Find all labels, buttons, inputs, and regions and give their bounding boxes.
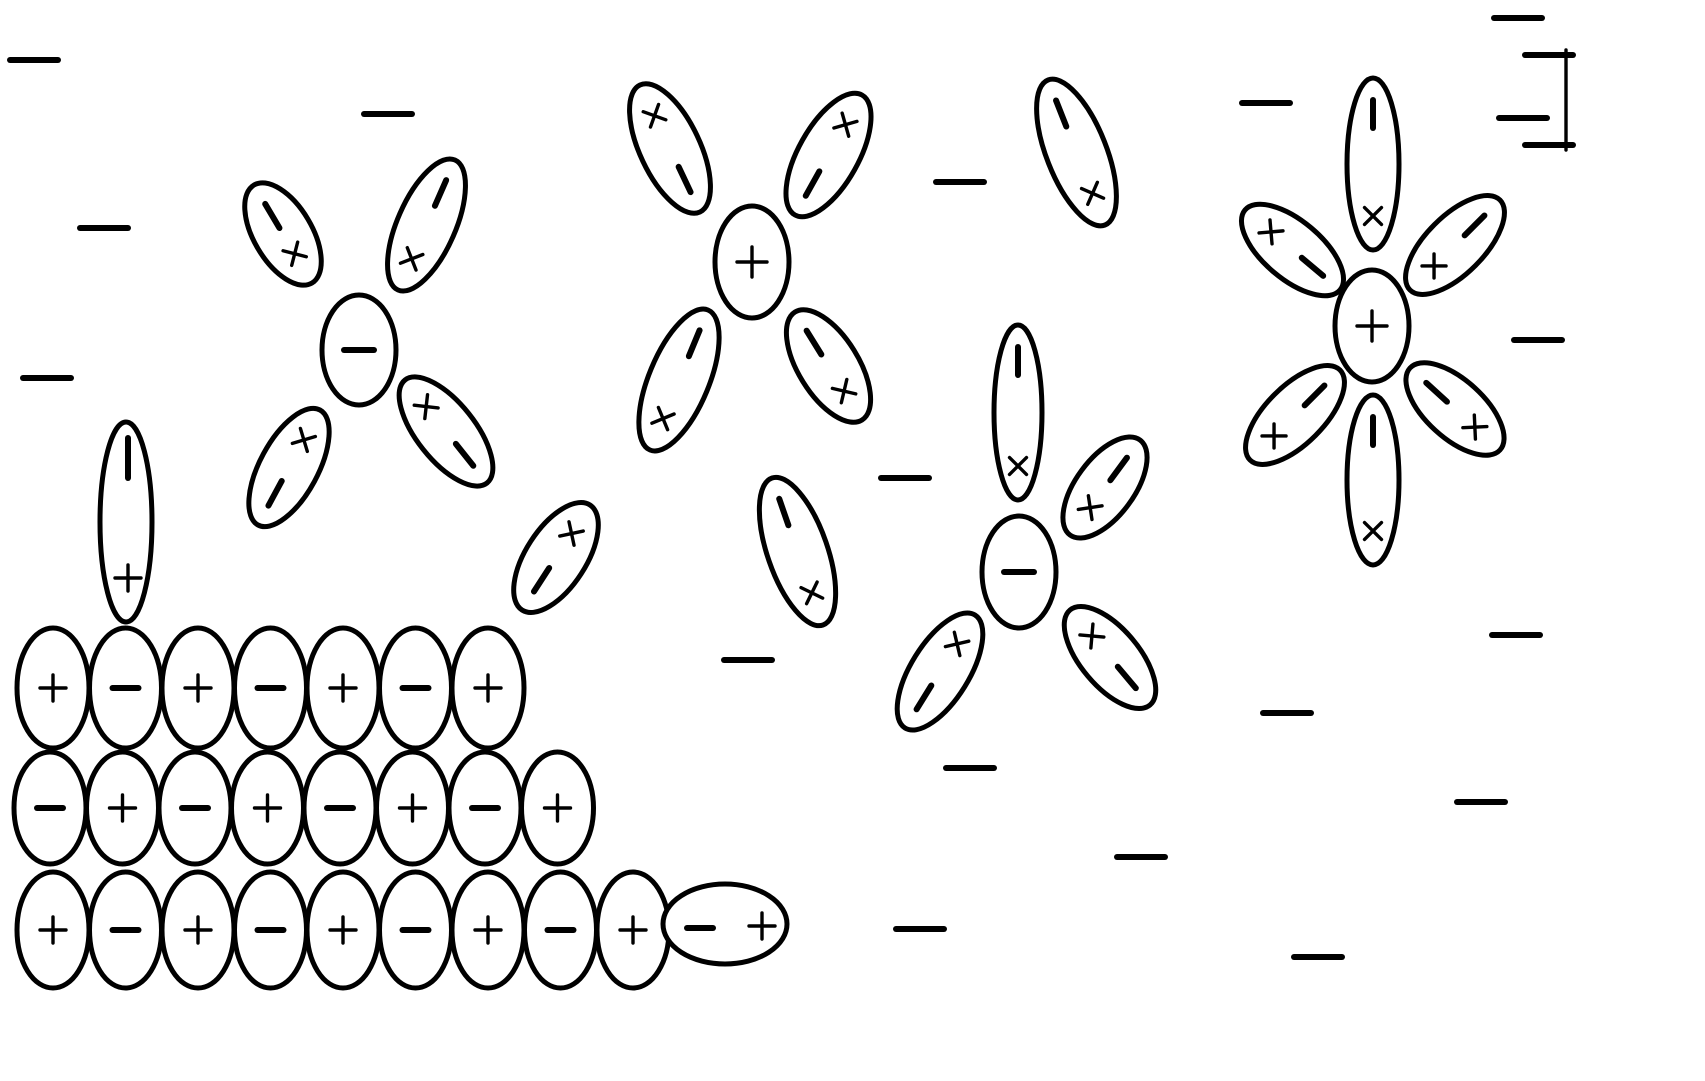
lattice-ion (17, 628, 89, 748)
lattice-ion (17, 872, 89, 988)
water-dipole (382, 362, 509, 501)
lattice-ion (304, 752, 376, 864)
lattice-ion (377, 752, 449, 864)
hydration-cluster (880, 325, 1172, 743)
central-ion (982, 516, 1056, 628)
hydration-cluster (613, 72, 888, 461)
lattice-ion (14, 752, 86, 864)
lattice-ion (90, 872, 162, 988)
water-dipole (770, 296, 888, 436)
hydration-cluster (1226, 78, 1520, 565)
ionic-crystal-lattice (14, 422, 787, 988)
lattice-ion (380, 872, 452, 988)
water-dipole (994, 325, 1042, 500)
water-dipole (1390, 347, 1519, 472)
water-dipole (1226, 188, 1358, 312)
lattice-ion (380, 628, 452, 748)
water-dipole (1389, 179, 1520, 310)
water-dipole (663, 884, 787, 964)
lattice-ion (525, 872, 597, 988)
water-dipole (1347, 395, 1399, 565)
water-dipole (613, 72, 727, 225)
lattice-ion (235, 872, 307, 988)
water-dipole (229, 170, 337, 298)
water-dipole (622, 299, 735, 462)
water-dipole (371, 148, 481, 301)
lattice-ion (159, 752, 231, 864)
central-ion (322, 295, 396, 405)
lattice-ion (522, 752, 594, 864)
water-dipole (1048, 591, 1172, 723)
water-dipole (100, 422, 152, 622)
lattice-ion (162, 872, 234, 988)
water-dipole (1347, 78, 1399, 250)
water-dipole (1020, 69, 1133, 236)
lattice-ion (90, 628, 162, 748)
lattice-ion (162, 628, 234, 748)
water-dipole (1229, 349, 1360, 480)
lattice-ion (452, 628, 524, 748)
central-ion (1335, 270, 1409, 382)
lattice-ion (307, 872, 379, 988)
lattice-ion (87, 752, 159, 864)
water-dipole (769, 80, 888, 229)
central-ion (715, 206, 789, 318)
lattice-ion (449, 752, 521, 864)
water-dipole (232, 396, 345, 539)
lattice-ion (452, 872, 524, 988)
water-dipole (880, 600, 999, 744)
lattice-ion (307, 628, 379, 748)
water-dipole (744, 468, 852, 635)
water-dipole (1047, 423, 1164, 552)
hydration-cluster (229, 148, 510, 538)
water-dipole (497, 489, 615, 627)
lattice-ion (235, 628, 307, 748)
lattice-ion (232, 752, 304, 864)
lattice-ion (597, 872, 669, 988)
